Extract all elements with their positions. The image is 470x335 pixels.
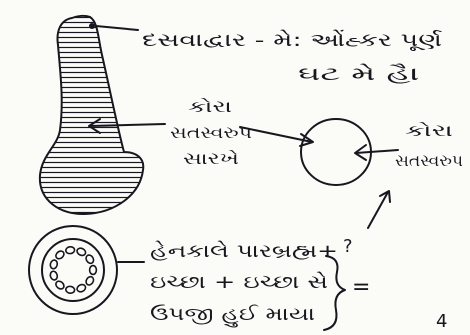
tenth-door-pointer-line	[95, 25, 139, 31]
inner-loop	[65, 285, 76, 295]
inner-loop	[65, 245, 76, 255]
inner-loop	[55, 280, 65, 290]
arrow-to-figure	[88, 118, 166, 134]
closing-brace	[323, 255, 346, 331]
bottom-label-line3: ઉપજી હુઈ માયા	[150, 304, 315, 327]
left-label-line3: સારખે	[183, 149, 239, 168]
inner-loop	[55, 250, 65, 260]
page-number: 4	[436, 311, 447, 332]
question-mark: ?	[343, 236, 353, 257]
inner-loop	[49, 259, 59, 270]
arrow-to-circle-from-right	[354, 144, 399, 161]
tenth-door-dot	[89, 23, 95, 29]
inner-loop	[49, 270, 59, 281]
inner-loop	[85, 275, 95, 286]
right-label-line2: સતસ્વરુપ	[395, 151, 463, 170]
right-label-line1: કોરા	[405, 121, 453, 140]
inner-loop	[76, 247, 87, 257]
tenth-door-text-line2: ઘટ મે હૈ।	[298, 63, 420, 85]
inner-ring	[41, 238, 105, 302]
inner-loop	[88, 264, 98, 276]
inner-loop	[85, 254, 95, 265]
arrow-up	[367, 190, 391, 229]
concentric-circles	[28, 225, 118, 315]
bottom-label-line1: હેનકાલે પારબ્રહ્મ+	[150, 241, 338, 262]
outer-ring	[28, 225, 118, 315]
hatched-figure	[38, 14, 145, 216]
left-label-line1: કોરા	[188, 97, 232, 116]
equals-sign: =	[352, 275, 370, 300]
left-label-line2: સતસ્વરુપ	[170, 123, 252, 142]
bottom-label-line2: ઇચ્છા + ઇચ્છા સે	[150, 272, 328, 293]
tenth-door-text-line1: દસવાદ્વાર - મે: ઓંહ્કર પૂર્ણ	[142, 30, 442, 51]
inner-loop	[76, 283, 87, 293]
